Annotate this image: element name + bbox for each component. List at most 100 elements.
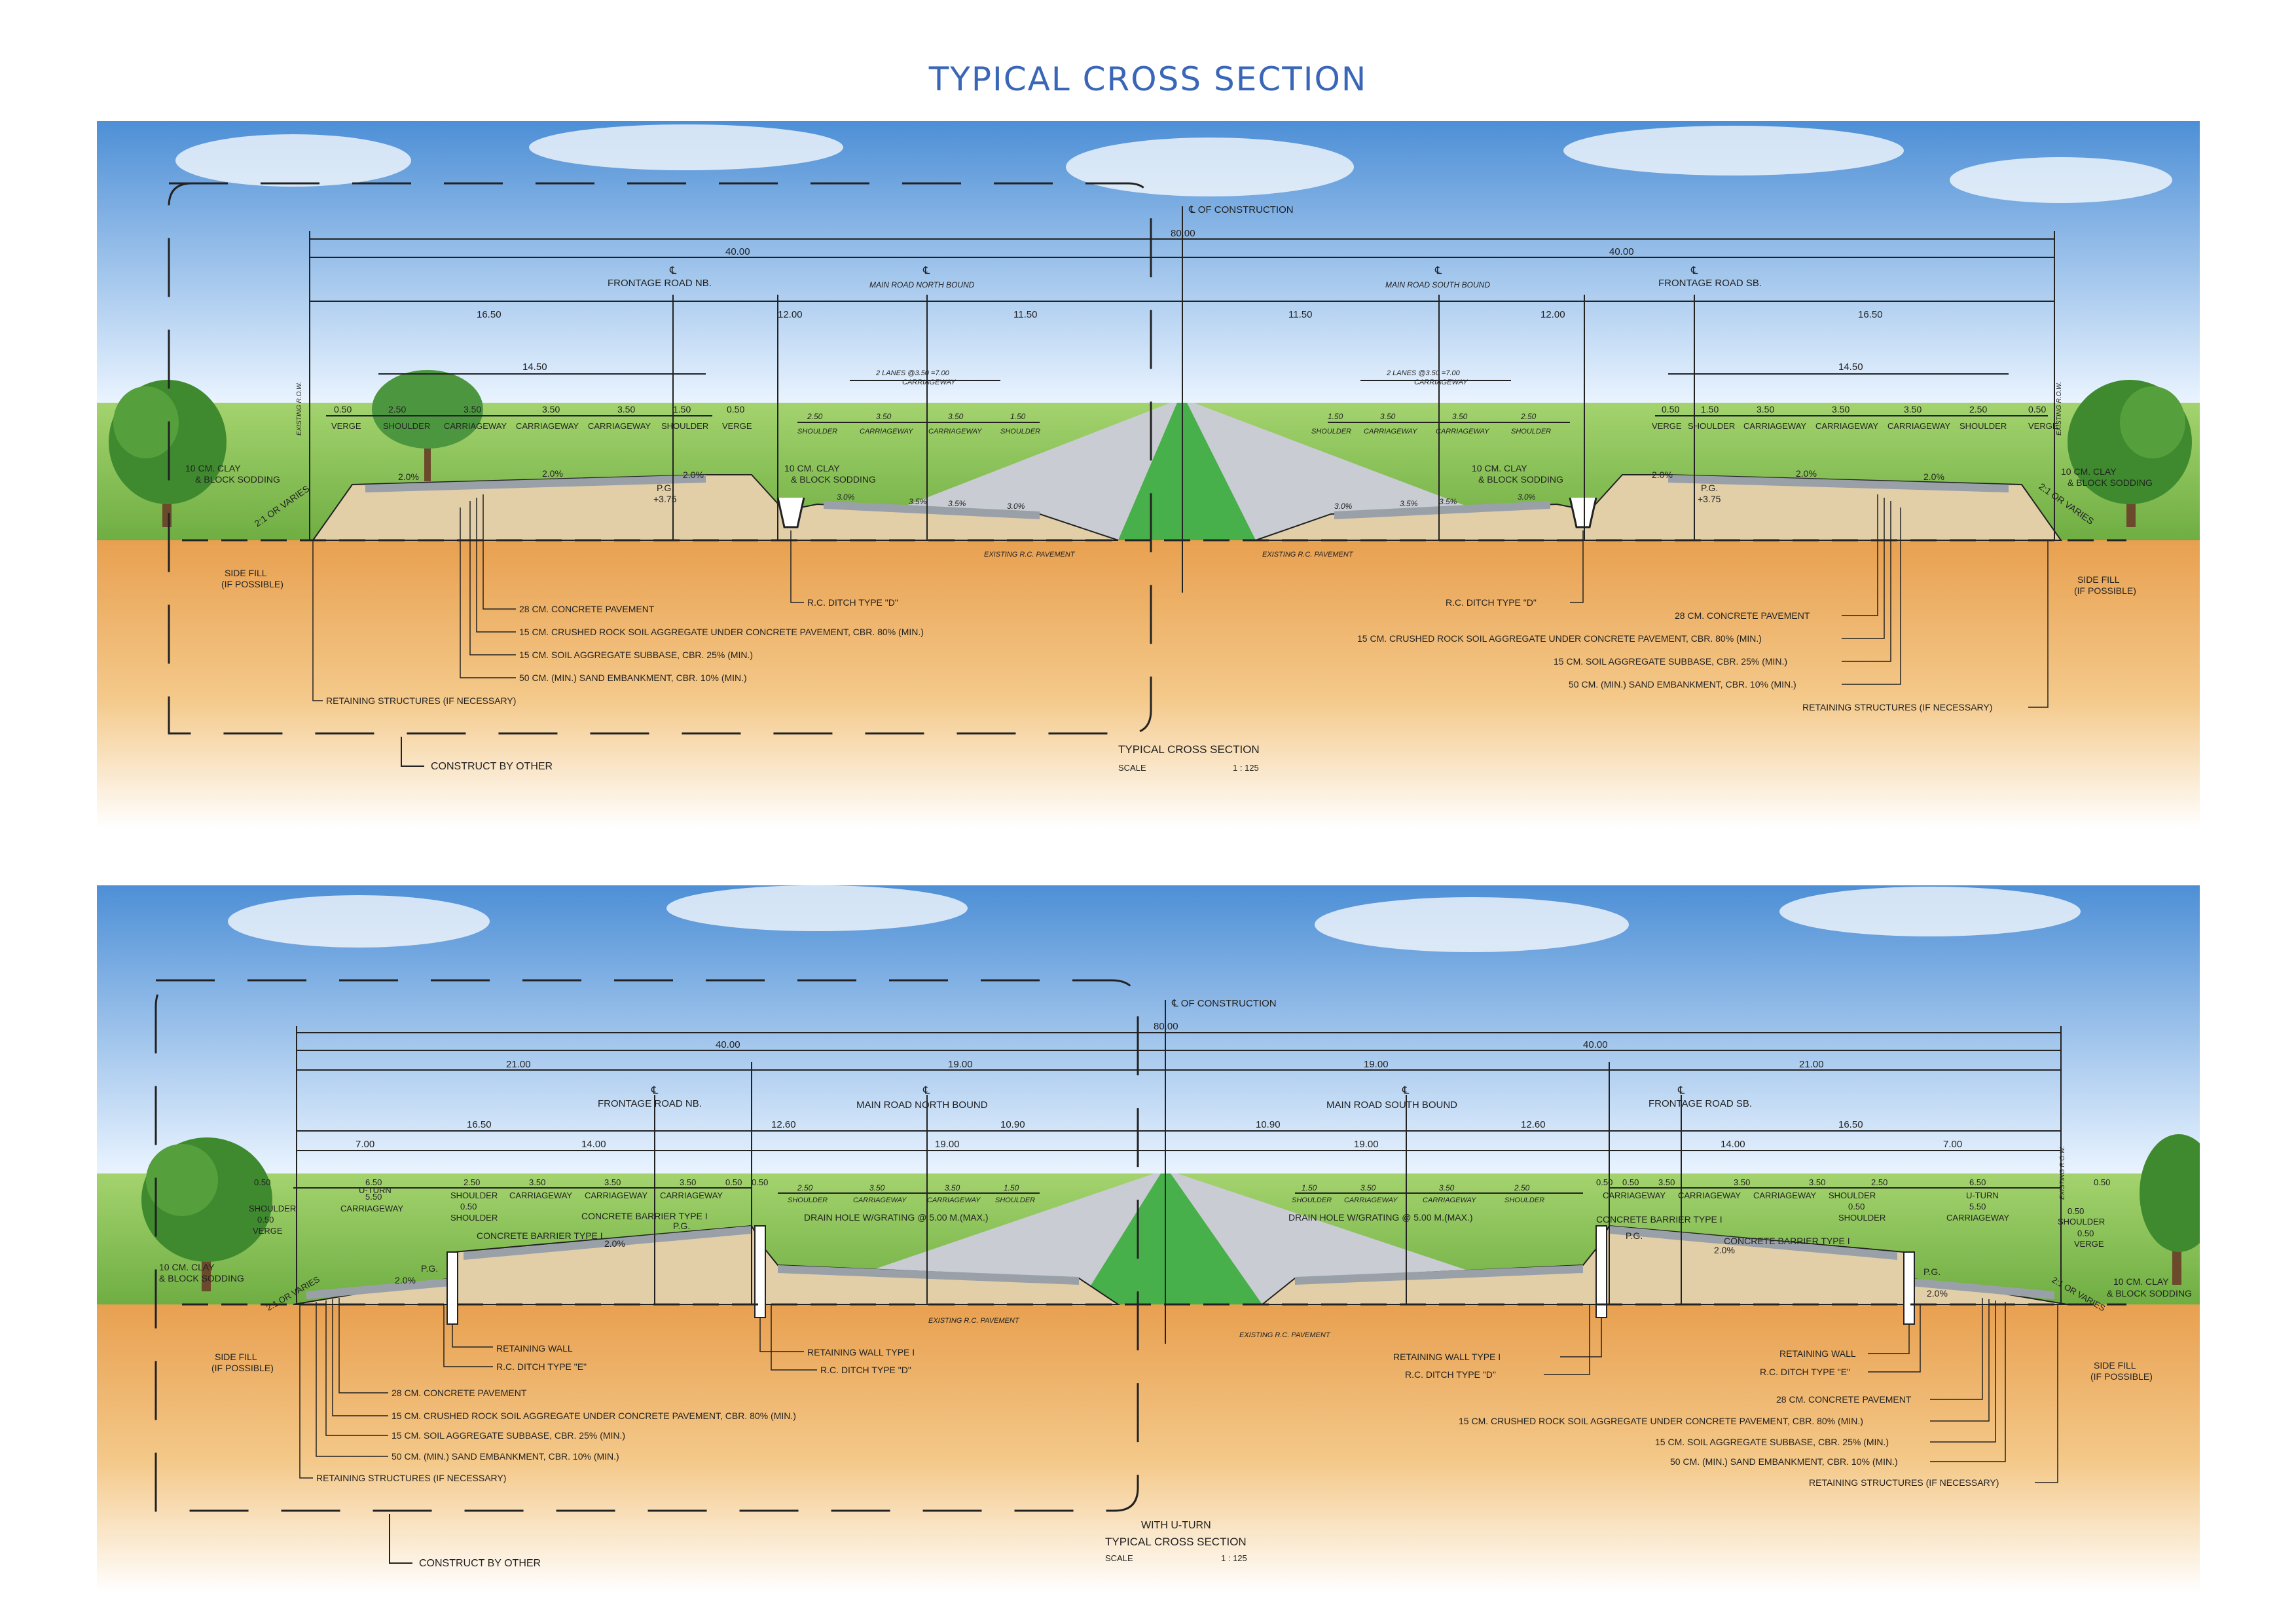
dim-sh-inner-lm: 1.50 (1010, 412, 1026, 421)
construct-by-other-leader (401, 737, 424, 767)
label-frontage-nb: FRONTAGE ROAD NB. (608, 278, 712, 289)
dim-fp-r: 14.00 (1721, 1139, 1745, 1150)
layer-r-4: 50 CM. (MIN.) SAND EMBANKMENT, CBR. 10% … (1569, 679, 1796, 690)
dim-main-l: 12.60 (771, 1119, 796, 1130)
layer-r-3: 15 CM. SOIL AGGREGATE SUBBASE, CBR. 25% … (1554, 656, 1787, 667)
existing-rc-right: EXISTING R.C. PAVEMENT (1262, 551, 1354, 559)
side-fill-right-1: SIDE FILL (2094, 1360, 2136, 1371)
shoulder-rm: SHOULDER (1292, 1196, 1332, 1204)
pavement-frontage-left (464, 1226, 752, 1260)
side-fill-left-1: SIDE FILL (215, 1352, 257, 1362)
dim-half-left: 40.00 (725, 246, 750, 257)
cross-section-panel-1: ℄ OF CONSTRUCTION 80.00 40.00 40.00 ℄ FR… (97, 121, 2200, 828)
side-fill-left-2: (IF POSSIBLE) (221, 579, 283, 589)
cl-frontage-nb: ℄ (669, 265, 677, 276)
small-r3: 0.50 (2094, 1177, 2110, 1187)
shoulder-l: SHOULDER (450, 1190, 498, 1200)
shoulder-lsmall: SHOULDER (249, 1204, 296, 1213)
dim-frontage-r: 16.50 (1838, 1119, 1863, 1130)
dim-half-left: 40.00 (716, 1039, 740, 1050)
pg-left: P.G. (657, 483, 674, 493)
page-title: TYPICAL CROSS SECTION (928, 60, 1368, 98)
dim-main-half-sb: 11.50 (1288, 309, 1312, 320)
lane-row-left: 0.50 2.50 3.50 3.50 3.50 1.50 0.50 VERGE… (326, 404, 752, 431)
cw2-r: CARRIAGEWAY (1678, 1190, 1741, 1200)
dim-outer-left: 21.00 (506, 1059, 531, 1070)
pg-right-1: P.G. (1626, 1230, 1643, 1241)
label-main-nb: MAIN ROAD NORTH BOUND (869, 280, 975, 289)
dim-verge-r2: 0.50 (2028, 404, 2046, 415)
shoulder-r: SHOULDER (1829, 1190, 1876, 1200)
layer-l-4: 50 CM. (MIN.) SAND EMBANKMENT, CBR. 10% … (392, 1451, 619, 1462)
ditch-d-right: R.C. DITCH TYPE "D" (1405, 1369, 1496, 1380)
cw-lm1: CARRIAGEWAY (853, 1196, 907, 1204)
small-l4: 0.50 (460, 1202, 477, 1211)
existing-row-left: EXISTING R.O.W. (296, 382, 303, 435)
cl-frontage-sb: ℄ (1690, 265, 1698, 276)
layer-r-2: 15 CM. CRUSHED ROCK SOIL AGGREGATE UNDER… (1459, 1416, 1863, 1426)
dim-half-right: 40.00 (1609, 246, 1634, 257)
shoulder-l2: SHOULDER (450, 1213, 498, 1223)
layer-l-2: 15 CM. CRUSHED ROCK SOIL AGGREGATE UNDER… (392, 1411, 796, 1421)
uturn-pave-r: 6.50 (1969, 1177, 1986, 1187)
layer-l-1: 28 CM. CONCRETE PAVEMENT (392, 1388, 527, 1398)
shoulder-rm: SHOULDER (1311, 428, 1351, 435)
pg-left-2: P.G. (673, 1221, 690, 1231)
layer-l-1: 28 CM. CONCRETE PAVEMENT (519, 604, 655, 614)
shoulder-r2: SHOULDER (1838, 1213, 1886, 1223)
verge-l: VERGE (331, 421, 361, 431)
dim-lane2-r: 3.50 (1832, 404, 1850, 415)
clay-right-1: 10 CM. CLAY (2113, 1276, 2169, 1287)
lane1-l: 3.50 (529, 1177, 545, 1187)
shoulder-rm2: SHOULDER (1511, 428, 1551, 435)
dim-sh-inner-rm: 1.50 (1328, 412, 1343, 421)
lane-row-right: 0.50 0.50 3.50 3.50 3.50 2.50 6.50 0.50 … (1596, 1177, 2110, 1249)
dim-frontage-sb: 16.50 (1858, 309, 1883, 320)
small-r4: 0.50 (1848, 1202, 1865, 1211)
cl-frontage-sb: ℄ (1677, 1085, 1685, 1096)
pavement-uturn-left (306, 1278, 450, 1299)
retaining-wall-right (1903, 1251, 1915, 1325)
layer-l-3: 15 CM. SOIL AGGREGATE SUBBASE, CBR. 25% … (519, 650, 753, 660)
layer-r-1: 28 CM. CONCRETE PAVEMENT (1675, 610, 1810, 621)
clay-mid-2: & BLOCK SODDING (791, 474, 876, 485)
side-fill-left-1: SIDE FILL (225, 568, 267, 578)
dim-main-wide-left: 19.00 (948, 1059, 973, 1070)
layer-l-5: RETAINING STRUCTURES (IF NECESSARY) (326, 695, 516, 706)
dim-main-half-l: 10.90 (1000, 1119, 1025, 1130)
existing-row-right: EXISTING R.O.W. (2056, 382, 2063, 435)
cl-main-nb: ℄ (922, 265, 930, 276)
pavement-left-main (824, 501, 1040, 519)
layer-r-5: RETAINING STRUCTURES (IF NECESSARY) (1809, 1477, 1999, 1488)
construct-by-other-frame (168, 182, 1152, 735)
side-fill-right-1: SIDE FILL (2077, 574, 2120, 585)
cl-main-sb: ℄ (1402, 1085, 1410, 1096)
layer-callouts-left (312, 494, 516, 701)
shoulder-rsmall: SHOULDER (2058, 1217, 2105, 1227)
clay-left-2: & BLOCK SODDING (195, 474, 280, 485)
soil (97, 1304, 2200, 1593)
layer-r-1: 28 CM. CONCRETE PAVEMENT (1776, 1394, 1912, 1405)
cl-main-sb: ℄ (1434, 265, 1442, 276)
shoulder-lm: SHOULDER (788, 1196, 828, 1204)
dim-main-r: 12.60 (1521, 1119, 1546, 1130)
tree-right (2140, 1134, 2200, 1285)
barrier-left-1: CONCRETE BARRIER TYPE I (581, 1211, 708, 1221)
pavement-main-left (778, 1265, 1079, 1285)
pavement-main-right (1295, 1265, 1583, 1285)
layer-l-4: 50 CM. (MIN.) SAND EMBANKMENT, CBR. 10% … (519, 673, 747, 683)
layer-r-2: 15 CM. CRUSHED ROCK SOIL AGGREGATE UNDER… (1357, 633, 1762, 644)
slope-l1: 2.0% (398, 471, 419, 482)
slope-rm3: 3.5% (1439, 497, 1457, 506)
ditch-left-label: R.C. DITCH TYPE "D" (807, 597, 898, 608)
label-main-nb: MAIN ROAD NORTH BOUND (856, 1099, 988, 1111)
pavement-left-frontage (365, 475, 706, 492)
dim-lane-rm2: 3.50 (1452, 412, 1468, 421)
construct-by-other-leader (389, 1514, 412, 1564)
small-r6: 0.50 (2077, 1228, 2094, 1238)
slope-r2: 2.0% (1796, 468, 1817, 479)
tree-left (109, 370, 483, 527)
construct-by-other: CONSTRUCT BY OTHER (431, 761, 553, 772)
dim-verge-l: 0.50 (334, 404, 352, 415)
dim-half-right: 40.00 (1583, 1039, 1608, 1050)
